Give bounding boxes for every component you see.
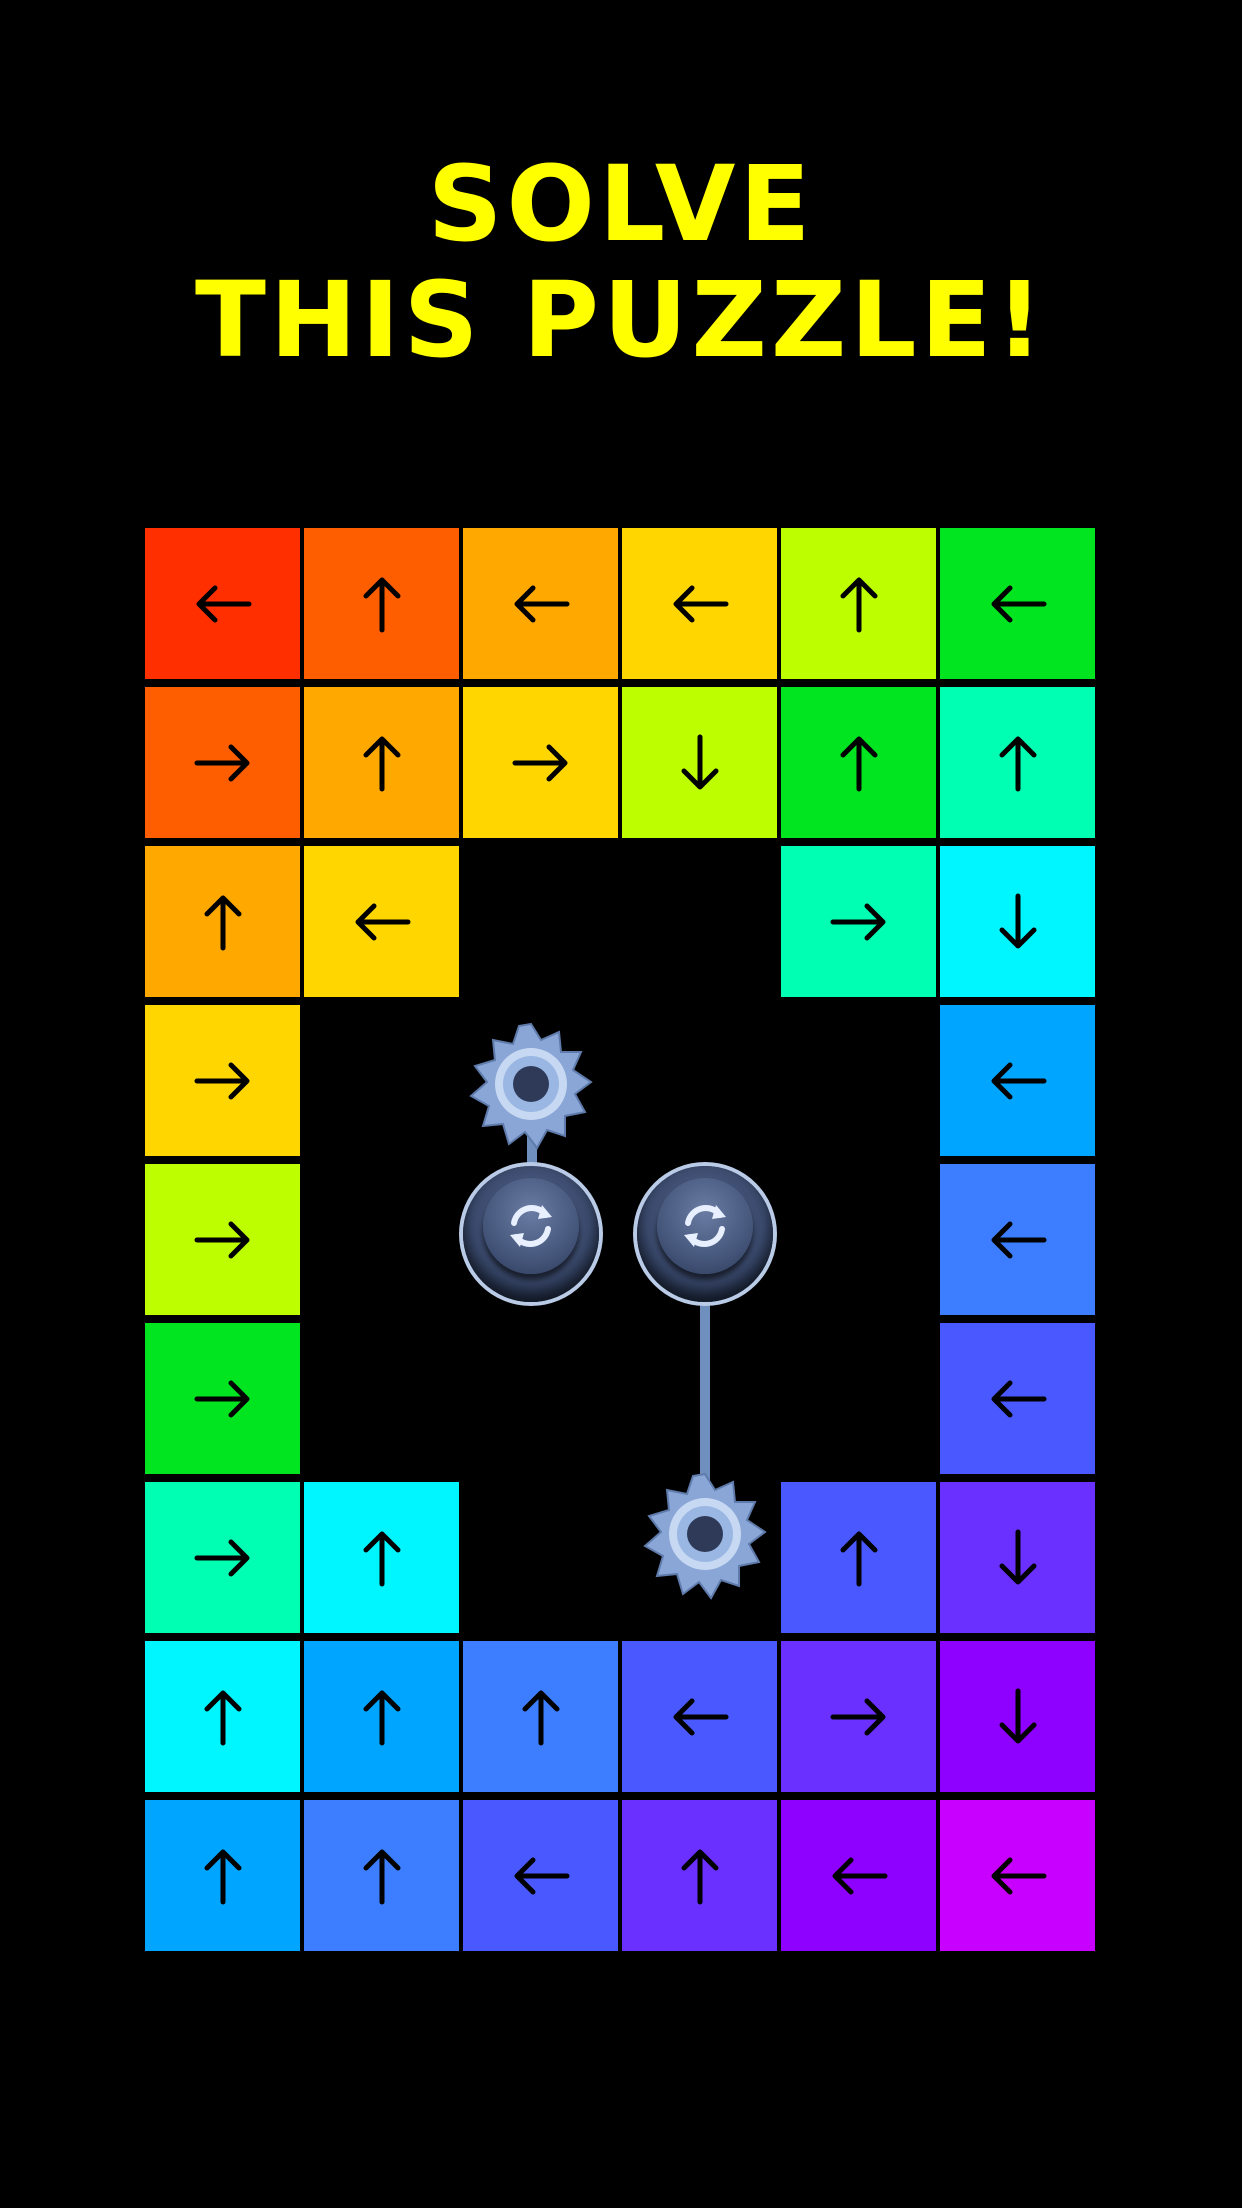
- arrow-down-icon: [999, 1688, 1036, 1743]
- tile-up[interactable]: [304, 687, 459, 838]
- rotate-icon: [510, 1205, 552, 1247]
- arrow-left-icon: [991, 1221, 1046, 1258]
- tile-right[interactable]: [781, 846, 936, 997]
- tile-left[interactable]: [940, 1005, 1095, 1156]
- tile-left[interactable]: [622, 528, 777, 679]
- tile-left[interactable]: [622, 1641, 777, 1792]
- tile-up[interactable]: [304, 528, 459, 679]
- tile-left[interactable]: [781, 1800, 936, 1951]
- arrow-right-icon: [194, 1062, 249, 1099]
- tile-left[interactable]: [304, 846, 459, 997]
- tile-up[interactable]: [463, 1641, 618, 1792]
- tile-down[interactable]: [940, 1641, 1095, 1792]
- tile-right[interactable]: [463, 687, 618, 838]
- arrow-left-icon: [991, 1062, 1046, 1099]
- arrow-up-icon: [522, 1690, 559, 1745]
- gear-icon[interactable]: [639, 1470, 771, 1610]
- tile-up[interactable]: [145, 846, 300, 997]
- tile-left[interactable]: [940, 1323, 1095, 1474]
- arrow-up-icon: [363, 736, 400, 791]
- arrow-left-icon: [355, 903, 410, 940]
- tile-left[interactable]: [940, 1164, 1095, 1315]
- tile-up[interactable]: [781, 1482, 936, 1633]
- tile-up[interactable]: [940, 687, 1095, 838]
- tile-down[interactable]: [940, 1482, 1095, 1633]
- tile-up[interactable]: [622, 1800, 777, 1951]
- arrow-up-icon: [363, 1531, 400, 1586]
- tile-right[interactable]: [781, 1641, 936, 1792]
- arrow-left-icon: [991, 585, 1046, 622]
- arrow-up-icon: [681, 1849, 718, 1904]
- arrow-left-icon: [991, 1380, 1046, 1417]
- tile-right[interactable]: [145, 687, 300, 838]
- tile-left[interactable]: [463, 1800, 618, 1951]
- arrow-right-icon: [512, 744, 567, 781]
- arrow-left-icon: [673, 1698, 728, 1735]
- arrow-left-icon: [514, 1857, 569, 1894]
- tile-left[interactable]: [940, 1800, 1095, 1951]
- arrow-up-icon: [840, 736, 877, 791]
- rotator-button-left[interactable]: [463, 1166, 599, 1302]
- tile-up[interactable]: [304, 1800, 459, 1951]
- arrow-right-icon: [830, 903, 885, 940]
- tile-up[interactable]: [304, 1482, 459, 1633]
- tile-up[interactable]: [781, 528, 936, 679]
- tile-right[interactable]: [145, 1005, 300, 1156]
- tile-right[interactable]: [145, 1323, 300, 1474]
- arrow-left-icon: [514, 585, 569, 622]
- arrow-right-icon: [194, 744, 249, 781]
- tile-up[interactable]: [304, 1641, 459, 1792]
- rotator-button-right[interactable]: [637, 1166, 773, 1302]
- arrow-left-icon: [832, 1857, 887, 1894]
- arrow-up-icon: [999, 736, 1036, 791]
- arrow-up-icon: [204, 1690, 241, 1745]
- title-line-1: SOLVE: [427, 143, 815, 265]
- arrow-down-icon: [999, 1529, 1036, 1584]
- tile-up[interactable]: [145, 1641, 300, 1792]
- rod-right: [700, 1258, 710, 1533]
- tile-left[interactable]: [145, 528, 300, 679]
- arrow-right-icon: [830, 1698, 885, 1735]
- arrow-up-icon: [363, 577, 400, 632]
- tile-left[interactable]: [463, 528, 618, 679]
- tile-right[interactable]: [145, 1482, 300, 1633]
- tile-up[interactable]: [781, 687, 936, 838]
- arrow-up-icon: [840, 577, 877, 632]
- tile-up[interactable]: [145, 1800, 300, 1951]
- arrow-up-icon: [840, 1531, 877, 1586]
- arrow-up-icon: [204, 895, 241, 950]
- tile-down[interactable]: [940, 846, 1095, 997]
- arrow-up-icon: [204, 1849, 241, 1904]
- arrow-right-icon: [194, 1221, 249, 1258]
- arrow-right-icon: [194, 1380, 249, 1417]
- arrow-left-icon: [196, 585, 251, 622]
- tile-down[interactable]: [622, 687, 777, 838]
- gear-icon[interactable]: [465, 1020, 597, 1160]
- arrow-up-icon: [363, 1849, 400, 1904]
- arrow-up-icon: [363, 1690, 400, 1745]
- arrow-down-icon: [681, 734, 718, 789]
- tile-right[interactable]: [145, 1164, 300, 1315]
- rotate-icon: [684, 1205, 726, 1247]
- arrow-left-icon: [673, 585, 728, 622]
- title-line-2: THIS PUZZLE!: [194, 259, 1048, 381]
- arrow-left-icon: [991, 1857, 1046, 1894]
- rod-left: [527, 1098, 537, 1188]
- arrow-down-icon: [999, 893, 1036, 948]
- arrow-right-icon: [194, 1539, 249, 1576]
- tile-left[interactable]: [940, 528, 1095, 679]
